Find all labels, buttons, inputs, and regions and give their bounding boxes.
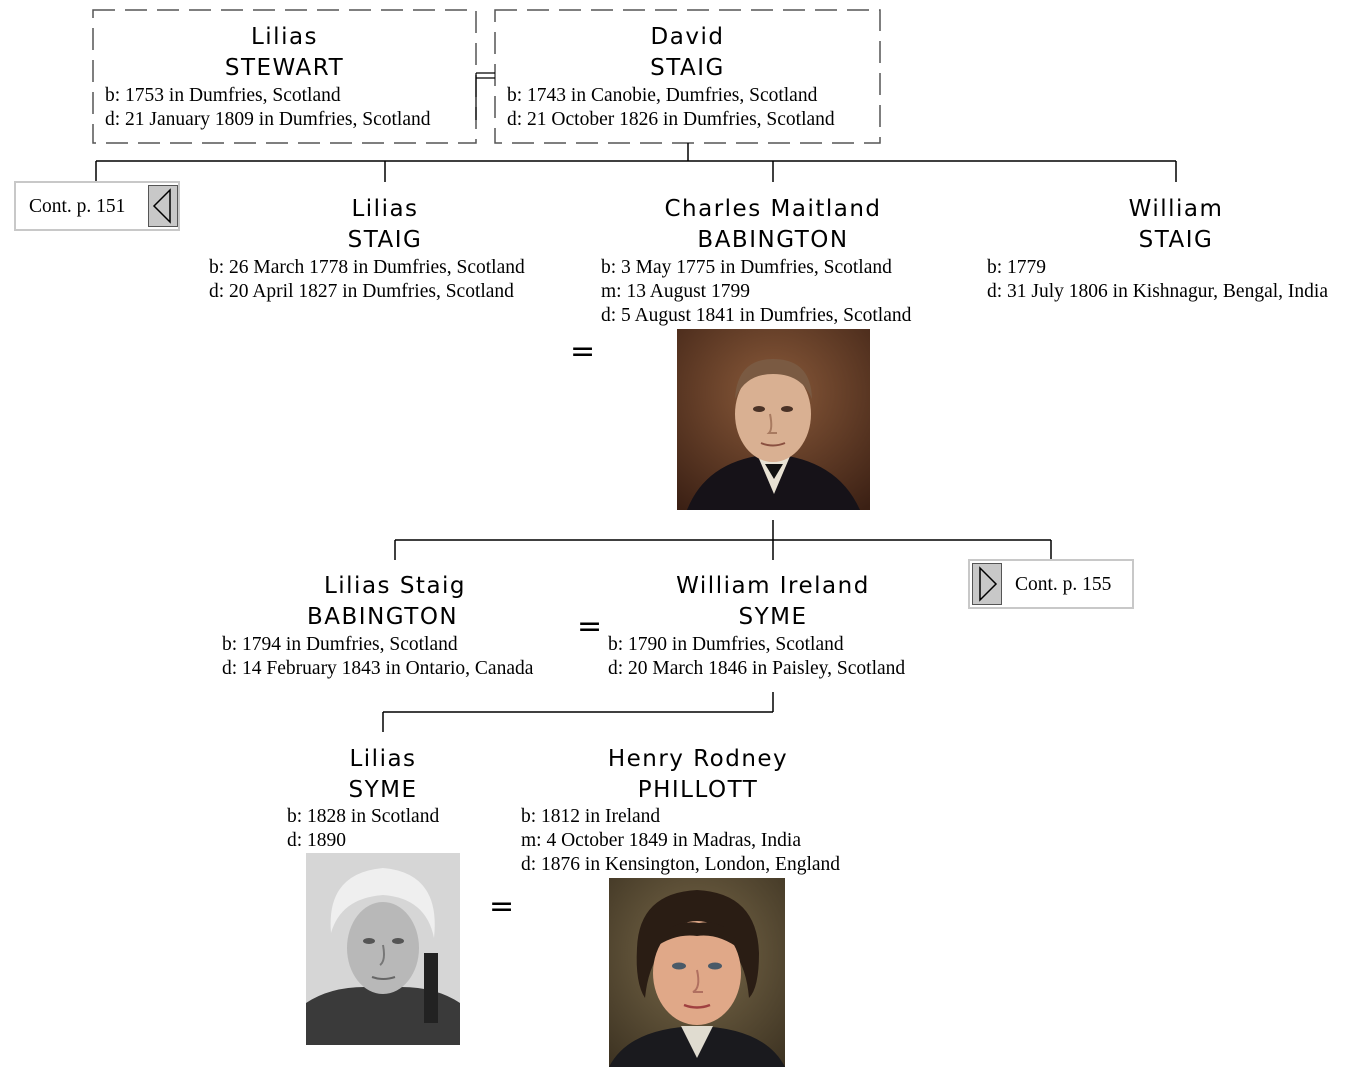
lilias-syme-details: b: 1828 in Scotland d: 1890 — [287, 805, 439, 853]
lilias-staig-given-name: Lilias — [351, 196, 419, 222]
lilias-syme-surname: SYME — [348, 777, 418, 803]
william-staig-given-name: William — [1128, 196, 1224, 222]
lilias-babington-name: Lilias Staig BABINGTON — [285, 571, 505, 633]
father-death: d: 21 October 1826 in Dumfries, Scotland — [507, 109, 835, 130]
william-syme-surname: SYME — [738, 604, 808, 630]
henry-birth: b: 1812 in Ireland — [521, 806, 661, 827]
lilias-staig-name: Lilias STAIG — [285, 194, 485, 256]
william-staig-death: d: 31 July 1806 in Kishnagur, Bengal, In… — [987, 281, 1328, 302]
father-surname: STAIG — [650, 55, 725, 81]
continue-prev-page-button[interactable]: Cont. p. 151 — [14, 181, 180, 231]
lilias-babington-surname: BABINGTON — [307, 604, 459, 630]
henry-surname: PHILLOTT — [637, 777, 759, 803]
william-syme-birth: b: 1790 in Dumfries, Scotland — [608, 634, 844, 655]
charles-name: Charles Maitland BABINGTON — [623, 194, 923, 256]
father-details: b: 1743 in Canobie, Dumfries, Scotland d… — [507, 84, 835, 132]
henry-details: b: 1812 in Ireland m: 4 October 1849 in … — [521, 805, 840, 877]
william-staig-birth: b: 1779 — [987, 257, 1047, 278]
william-staig-surname: STAIG — [1138, 227, 1214, 253]
william-syme-given-name: William Ireland — [676, 573, 870, 599]
lilias-syme-name: Lilias SYME — [283, 744, 483, 806]
william-staig-details: b: 1779 d: 31 July 1806 in Kishnagur, Be… — [987, 256, 1328, 304]
mother-surname: STEWART — [224, 55, 345, 81]
continue-next-label: Cont. p. 155 — [1015, 574, 1112, 595]
spouse-equals-sign: = — [577, 609, 603, 644]
lilias-syme-given-name: Lilias — [349, 746, 417, 772]
father-name: David STAIG — [495, 22, 880, 84]
lilias-syme-birth: b: 1828 in Scotland — [287, 806, 440, 827]
henry-death: d: 1876 in Kensington, London, England — [521, 854, 841, 875]
right-arrow-icon[interactable] — [972, 563, 1002, 605]
mother-name: Lilias STEWART — [93, 22, 476, 84]
henry-name: Henry Rodney PHILLOTT — [573, 744, 823, 806]
lilias-staig-surname: STAIG — [347, 227, 423, 253]
charles-death: d: 5 August 1841 in Dumfries, Scotland — [601, 305, 912, 326]
lilias-babington-death: d: 14 February 1843 in Ontario, Canada — [222, 658, 534, 679]
william-syme-death: d: 20 March 1846 in Paisley, Scotland — [608, 658, 906, 679]
father-given-name: David — [650, 24, 725, 50]
charles-portrait — [677, 329, 870, 510]
lilias-babington-details: b: 1794 in Dumfries, Scotland d: 14 Febr… — [222, 633, 533, 681]
lilias-staig-details: b: 26 March 1778 in Dumfries, Scotland d… — [209, 256, 525, 304]
spouse-equals-sign: = — [570, 334, 596, 369]
left-arrow-icon[interactable] — [148, 185, 178, 227]
father-birth: b: 1743 in Canobie, Dumfries, Scotland — [507, 85, 818, 106]
continue-next-page-button[interactable]: Cont. p. 155 — [968, 559, 1134, 609]
henry-marriage: m: 4 October 1849 in Madras, India — [521, 830, 801, 851]
henry-given-name: Henry Rodney — [607, 746, 789, 772]
charles-details: b: 3 May 1775 in Dumfries, Scotland m: 1… — [601, 256, 911, 328]
mother-details: b: 1753 in Dumfries, Scotland d: 21 Janu… — [105, 84, 431, 132]
william-staig-name: William STAIG — [1076, 194, 1276, 256]
william-syme-name: William Ireland SYME — [648, 571, 898, 633]
charles-given-name: Charles Maitland — [664, 196, 882, 222]
spouse-equals-sign: = — [489, 889, 515, 924]
mother-death: d: 21 January 1809 in Dumfries, Scotland — [105, 109, 431, 130]
continue-prev-label: Cont. p. 151 — [29, 196, 126, 217]
lilias-babington-given-name: Lilias Staig — [323, 573, 467, 599]
mother-birth: b: 1753 in Dumfries, Scotland — [105, 85, 341, 106]
lilias-babington-birth: b: 1794 in Dumfries, Scotland — [222, 634, 458, 655]
charles-marriage: m: 13 August 1799 — [601, 281, 750, 302]
lilias-syme-portrait — [306, 853, 460, 1045]
mother-given-name: Lilias — [250, 24, 319, 50]
william-syme-details: b: 1790 in Dumfries, Scotland d: 20 Marc… — [608, 633, 905, 681]
lilias-staig-death: d: 20 April 1827 in Dumfries, Scotland — [209, 281, 514, 302]
lilias-syme-death: d: 1890 — [287, 830, 347, 851]
lilias-staig-birth: b: 26 March 1778 in Dumfries, Scotland — [209, 257, 525, 278]
charles-surname: BABINGTON — [697, 227, 849, 253]
charles-birth: b: 3 May 1775 in Dumfries, Scotland — [601, 257, 892, 278]
henry-portrait — [609, 878, 785, 1067]
